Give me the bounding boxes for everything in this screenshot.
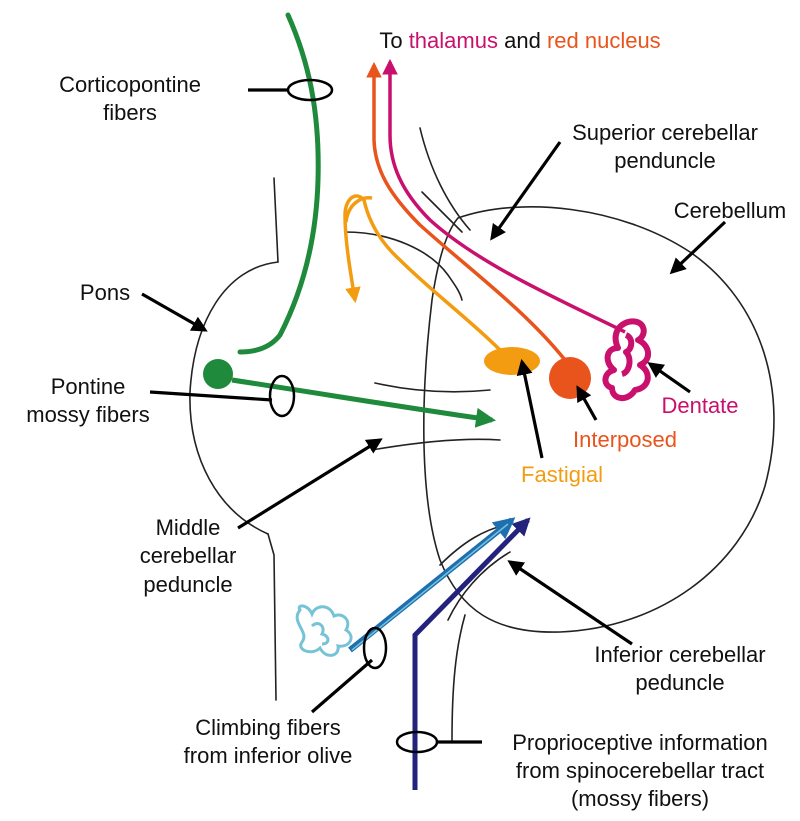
label-pons: Pons — [80, 280, 130, 305]
inferior-olive — [295, 604, 353, 657]
green-pathways — [203, 12, 496, 428]
spinocerebellar-fiber-path — [412, 517, 531, 790]
middle-peduncle-lower-edge — [371, 438, 501, 451]
label-superior-peduncle-2: penduncle — [614, 148, 716, 173]
superior-peduncle-pointer — [490, 141, 562, 241]
fastigial-pointer — [516, 358, 544, 459]
label-inferior-peduncle: Inferior cerebellar — [594, 642, 765, 667]
label-pontine-2: mossy fibers — [26, 402, 149, 427]
pontine-leader — [149, 390, 273, 402]
middle-peduncle-upper-edge — [374, 382, 491, 393]
labels: To thalamus and red nucleus Corticoponti… — [26, 28, 786, 811]
pontine-nucleus — [203, 359, 233, 389]
dentate-nucleus — [602, 318, 651, 401]
label-dentate: Dentate — [661, 393, 738, 418]
interposed-pointer — [576, 385, 598, 421]
climbing-leader — [310, 658, 374, 714]
label-corticopontine: Corticopontine — [59, 72, 201, 97]
leader-lines — [141, 88, 727, 744]
pons-outline — [189, 261, 279, 535]
fastigial-hook-path — [344, 196, 373, 223]
interposed-output-path — [366, 61, 567, 362]
inferior-peduncle-pointer — [507, 560, 633, 646]
fastigial-output-path — [343, 194, 502, 352]
inferior-peduncle-edge-3 — [451, 614, 466, 741]
label-pontine: Pontine — [51, 374, 126, 399]
dentate-output-path — [382, 58, 626, 334]
pontine-marker-ellipse — [268, 374, 296, 418]
label-proprioceptive-2: from spinocerebellar tract — [516, 758, 764, 783]
pons-pointer — [141, 292, 208, 332]
dentate-pointer — [647, 362, 691, 394]
superior-peduncle-edge-1 — [419, 127, 471, 231]
label-middle-peduncle: Middle — [156, 515, 221, 540]
brainstem-upper-left-edge — [273, 177, 279, 263]
fastigial-nucleus — [484, 347, 540, 375]
label-superior-peduncle: Superior cerebellar — [572, 120, 758, 145]
label-middle-peduncle-3: peduncle — [143, 572, 232, 597]
label-climbing: Climbing fibers — [195, 715, 341, 740]
label-inferior-peduncle-2: peduncle — [635, 670, 724, 695]
label-middle-peduncle-2: cerebellar — [140, 543, 237, 568]
label-climbing-2: from inferior olive — [184, 743, 353, 768]
label-proprioceptive: Proprioceptive information — [512, 730, 768, 755]
climbing-fiber-path-inner — [351, 523, 509, 651]
anatomy-outlines — [189, 127, 775, 741]
pontine-mossy-fiber-path — [231, 377, 496, 428]
inferior-peduncle-edge-2 — [447, 551, 511, 621]
label-top: To thalamus and red nucleus — [379, 28, 660, 53]
middle-peduncle-pointer — [237, 438, 383, 530]
label-fastigial: Fastigial — [521, 462, 603, 487]
cerebellum-pointer — [669, 220, 727, 275]
label-cerebellum: Cerebellum — [674, 198, 787, 223]
interposed-nucleus — [549, 357, 591, 399]
superior-peduncle-edge-2 — [421, 191, 463, 233]
climbing-marker-ellipse — [362, 626, 388, 670]
corticopontine-fiber-path — [237, 12, 321, 355]
label-interposed: Interposed — [573, 427, 677, 452]
label-proprioceptive-3: (mossy fibers) — [571, 786, 709, 811]
label-corticopontine-2: fibers — [103, 100, 157, 125]
medulla-left-edge — [267, 533, 277, 701]
cerebellum-outline — [423, 206, 775, 633]
